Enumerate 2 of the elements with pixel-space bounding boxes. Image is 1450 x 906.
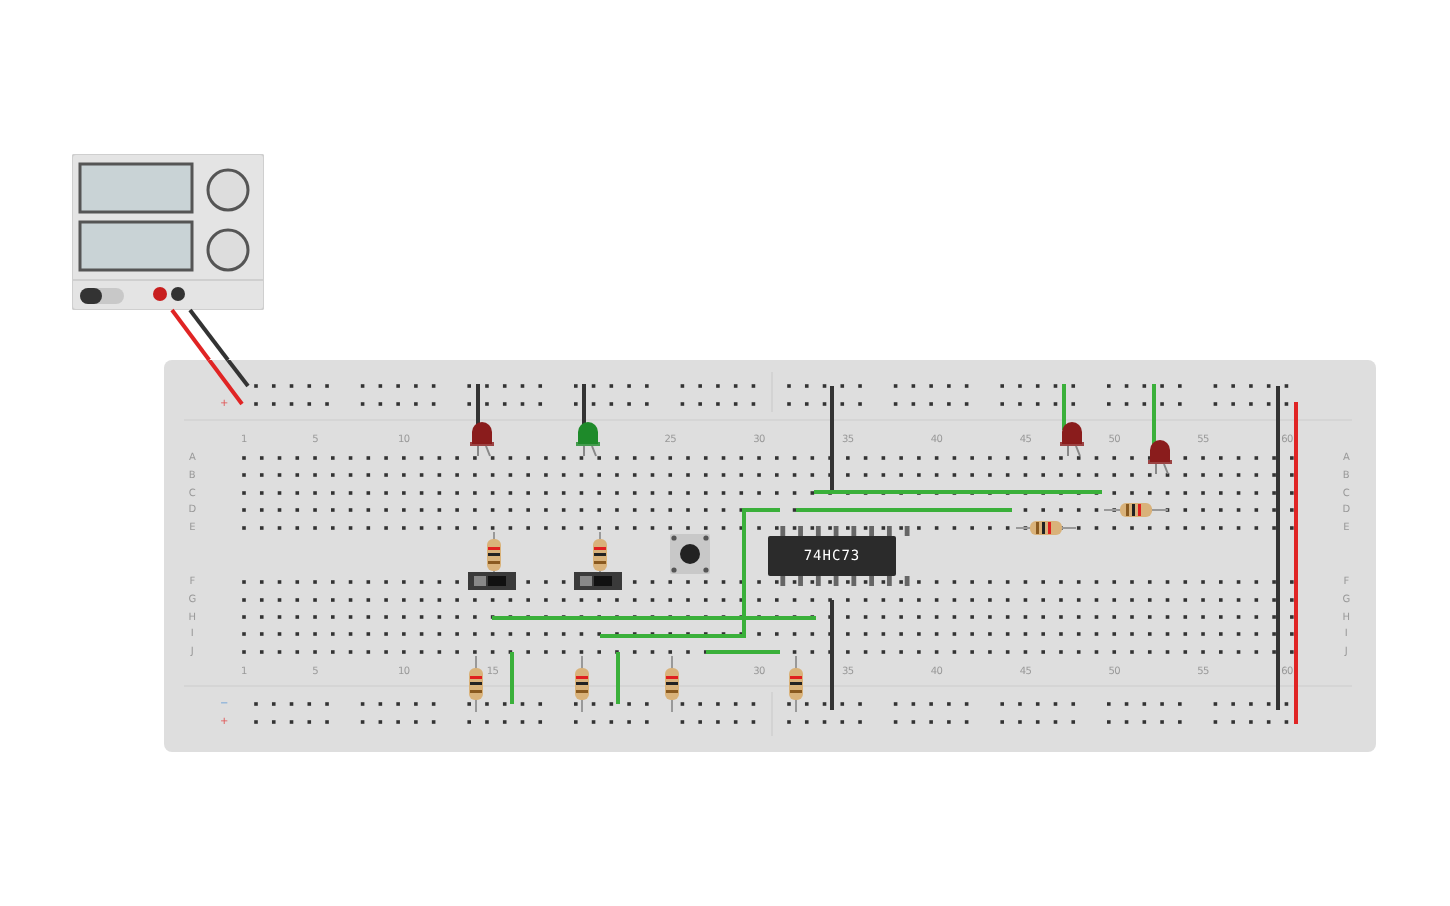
- power-wire: [188, 308, 230, 362]
- power-wire: [170, 308, 211, 362]
